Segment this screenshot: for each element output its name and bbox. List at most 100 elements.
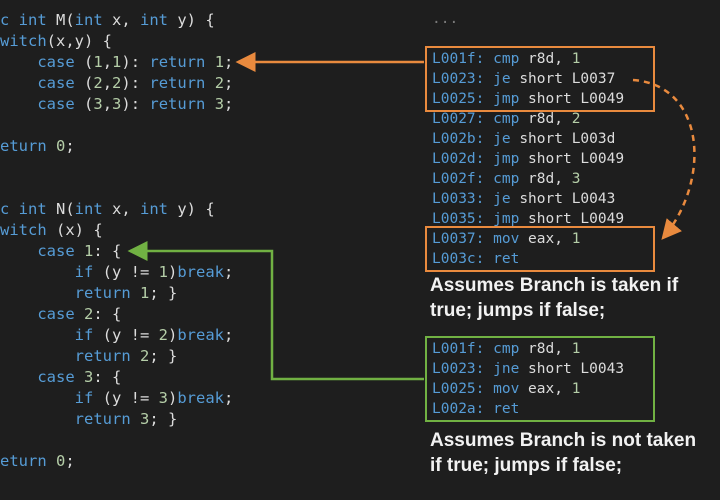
code-token: 2 [214, 74, 225, 92]
code-token: (x,y) { [46, 32, 112, 50]
code-token: ; [224, 95, 234, 113]
code-token: (y != [102, 326, 159, 344]
asm-token: je [484, 191, 520, 207]
code-token: break [177, 326, 225, 344]
code-token: case [37, 305, 84, 323]
code-token: 1 [93, 53, 103, 71]
code-token: case [37, 242, 84, 260]
asm-line: L0023: jne short L0043 [432, 359, 624, 379]
code-token: (y != [102, 389, 159, 407]
code-token: case [37, 95, 84, 113]
code-token: c [0, 200, 19, 218]
asm-line: L001f: cmp r8d, 1 [432, 49, 580, 69]
code-token: case [37, 368, 84, 386]
asm-token: L0023: [432, 71, 485, 87]
code-token: y) { [177, 11, 215, 29]
asm-line: L002d: jmp short L0049 [432, 149, 624, 169]
code-token: ( [84, 53, 94, 71]
code-token: 2 [84, 305, 94, 323]
asm-token: L001f: [432, 51, 485, 67]
asm-token: r8d [528, 171, 555, 187]
code-token: 1 [158, 263, 168, 281]
asm-token: r8d [528, 111, 555, 127]
code-token: return [149, 95, 215, 113]
asm-token: L002a: [432, 401, 485, 417]
asm-token: L002f: [432, 171, 485, 187]
asm-line: L001f: cmp r8d, 1 [432, 339, 580, 359]
code-token: 0 [56, 452, 66, 470]
code-token: 3 [84, 368, 94, 386]
asm-token: L0035: [432, 211, 485, 227]
code-token: ): [121, 74, 150, 92]
asm-ellipsis: ... [432, 11, 459, 27]
asm-token: eax [528, 231, 555, 247]
code-token: ; } [149, 410, 178, 428]
code-token: 1 [139, 284, 150, 302]
code-token: case [37, 53, 84, 71]
code-line: c int M(int x, int y) { [0, 10, 215, 31]
code-token: ; [65, 452, 75, 470]
code-token: N( [56, 200, 75, 218]
asm-token: jmp [484, 211, 529, 227]
asm-token: , [554, 341, 572, 357]
note-branch-taken: Assumes Branch is taken if true; jumps i… [430, 275, 679, 321]
code-line: case 2: { [0, 304, 121, 325]
asm-token: L0027: [432, 111, 485, 127]
asm-token: L0023: [432, 361, 485, 377]
code-token: (x) { [56, 221, 103, 239]
green-arrow-to-case-one [127, 241, 424, 381]
code-token: int [74, 200, 112, 218]
code-token: int [140, 11, 178, 29]
code-token: ; [224, 53, 234, 71]
asm-line: L0023: je short L0037 [432, 69, 615, 89]
asm-token: , [554, 51, 572, 67]
asm-token: L0025: [432, 381, 485, 397]
asm-token: short L0043 [528, 361, 625, 377]
code-line: case 1: { [0, 241, 121, 262]
code-line: case (1,1): return 1; [0, 52, 233, 73]
code-token: if [74, 263, 103, 281]
asm-token: short L0049 [528, 151, 625, 167]
code-token: 1 [84, 242, 94, 260]
green-box-optimized [425, 336, 655, 422]
asm-token: mov [484, 381, 529, 397]
asm-token: short L0043 [519, 191, 616, 207]
code-token: return [149, 53, 215, 71]
code-token: ; [224, 263, 234, 281]
code-line: case (3,3): return 3; [0, 94, 233, 115]
asm-token: jmp [484, 151, 529, 167]
code-token: return [74, 410, 140, 428]
code-line: witch (x) { [0, 220, 103, 241]
code-token: 3 [139, 410, 150, 428]
asm-token: L002d: [432, 151, 485, 167]
orange-box-branch-compare [425, 46, 655, 112]
asm-token: cmp [484, 171, 529, 187]
asm-token: L0037: [432, 231, 485, 247]
asm-token: je [484, 71, 520, 87]
code-token: witch [0, 32, 47, 50]
code-token: , [102, 74, 113, 92]
asm-line: L0037: mov eax, 1 [432, 229, 580, 249]
asm-token: 1 [571, 51, 581, 67]
asm-token: ret [484, 251, 520, 267]
code-token: ; [224, 74, 234, 92]
code-token: ; } [149, 347, 178, 365]
code-token: 3 [214, 95, 225, 113]
code-token: ; [224, 326, 234, 344]
code-token: case [37, 74, 84, 92]
code-token: break [177, 389, 225, 407]
code-token: eturn [0, 452, 56, 470]
code-token: int [74, 11, 112, 29]
asm-token: L0025: [432, 91, 485, 107]
code-token: : { [93, 305, 122, 323]
code-token: : { [93, 242, 122, 260]
asm-token: jmp [484, 91, 529, 107]
asm-token: r8d [528, 51, 555, 67]
asm-token: r8d [528, 341, 555, 357]
asm-token: eax [528, 381, 555, 397]
code-token: x, [112, 200, 140, 218]
code-token: return [74, 284, 140, 302]
asm-line: L0025: jmp short L0049 [432, 89, 624, 109]
code-line: eturn 0; [0, 451, 75, 472]
orange-box-return-one [425, 226, 655, 272]
